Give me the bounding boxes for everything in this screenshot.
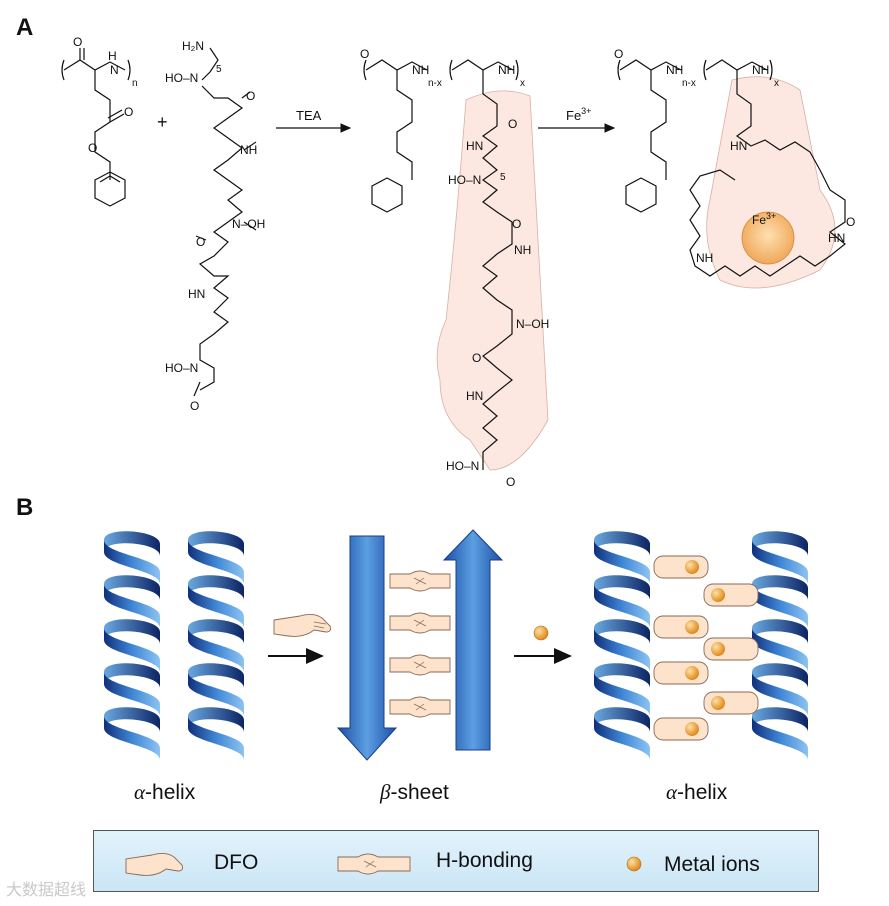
dfo-noh-label: N–OH [232, 217, 265, 231]
conj-x-subscript: x [520, 78, 525, 89]
pblg-h-label: H [108, 49, 117, 63]
dfo-ho-label-1: HO–N [165, 71, 198, 85]
conj-o-label-1: O [360, 47, 369, 61]
pblg-n-label: N [110, 63, 119, 77]
conj-nh-label-3: NH [514, 243, 531, 257]
watermark: 大数据超线 [6, 882, 87, 899]
complex-nh-label-1: NH [666, 63, 683, 77]
panel-a-scheme: O H N n O O + H₂N 5 HO–N O NH N–OH O HN … [61, 35, 855, 489]
pblg-molecule [61, 48, 131, 207]
panel-b-label: B [16, 494, 34, 521]
legend-dfo-hand-icon [125, 852, 183, 876]
legend-hbond-label: H-bonding [436, 849, 533, 872]
dfo-nh-label-1: NH [240, 143, 257, 157]
pblg-ester-o-label: O [124, 105, 133, 119]
conjugate-molecule [363, 59, 519, 470]
handshake-3 [389, 654, 451, 676]
helix-left-1 [104, 531, 160, 760]
dfo-molecule [193, 47, 257, 397]
dfo-o-label-3: O [190, 399, 199, 413]
panel-a-label: A [16, 14, 34, 41]
conj-ho-label-2: HO–N [446, 459, 479, 473]
conj-hn-label: HN [466, 139, 483, 153]
handshake-4 [389, 696, 451, 718]
conj-nx-subscript: n-x [428, 78, 442, 89]
handshake-2 [389, 612, 451, 634]
tea-label: TEA [296, 108, 322, 123]
legend-metal-label: Metal ions [664, 853, 760, 876]
caption-beta-sheet: β-sheet [380, 780, 449, 804]
dfo-hn-label: HN [188, 287, 205, 301]
conj-ho-label: HO–N [448, 173, 481, 187]
complex-nh-label-3: NH [696, 251, 713, 265]
panel-b-scheme [104, 529, 808, 761]
legend-handshake-icon [337, 853, 411, 875]
fe-label: Fe3+ [566, 106, 591, 123]
conj-o-label-3: O [512, 217, 521, 231]
caption-alpha-helix-left: α-helix [134, 780, 196, 804]
helix-right-2 [752, 531, 808, 760]
conj-o-label-2: O [508, 117, 517, 131]
beta-sheet [336, 529, 504, 761]
complex-o-label-2: O [846, 215, 855, 229]
complex-o-label-1: O [614, 47, 623, 61]
legend-box: DFO H-bonding Metal ions [93, 830, 819, 892]
complex-x-subscript: x [774, 78, 779, 89]
dfo-o-label-1: O [246, 89, 255, 103]
conj-o-label-4: O [472, 351, 481, 365]
dfo-shade-fist [706, 76, 836, 289]
complex-hn-label-2: HN [828, 231, 845, 245]
pblg-ester-o2-label: O [88, 141, 97, 155]
helix-left-2 [188, 531, 244, 760]
conj-nh-label-1: NH [412, 63, 429, 77]
conj-noh-label: N–OH [516, 317, 549, 331]
metal-ion-icon [533, 625, 549, 641]
complex-hn-label: HN [730, 139, 747, 153]
dfo-hand-icon [273, 613, 331, 637]
legend-dfo-label: DFO [214, 851, 259, 874]
fe-ion-sphere [741, 211, 795, 265]
complex-nx-subscript: n-x [682, 78, 696, 89]
plus-sign: + [157, 112, 168, 132]
handshake-1 [389, 570, 451, 592]
conj-nh-label-2: NH [498, 63, 515, 77]
pblg-n-subscript: n [132, 78, 138, 89]
conj-five-subscript: 5 [500, 172, 506, 183]
dfo-ho-label-2: HO–N [165, 361, 198, 375]
conj-hn-label-2: HN [466, 389, 483, 403]
complex-nh-label-2: NH [752, 63, 769, 77]
pblg-o-label: O [73, 35, 82, 49]
dfo-five-subscript: 5 [216, 64, 222, 75]
dfo-h2n-label: H₂N [182, 39, 204, 53]
legend-metal-ion-icon [626, 856, 642, 872]
fe-complex-molecule [617, 59, 846, 277]
caption-alpha-helix-right: α-helix [666, 780, 728, 804]
metal-bound-fists [653, 555, 759, 741]
dfo-o-label-2: O [196, 235, 205, 249]
helix-right-1 [594, 531, 650, 760]
fe-ion-label: Fe3+ [752, 211, 776, 227]
conj-o-label-5: O [506, 475, 515, 489]
